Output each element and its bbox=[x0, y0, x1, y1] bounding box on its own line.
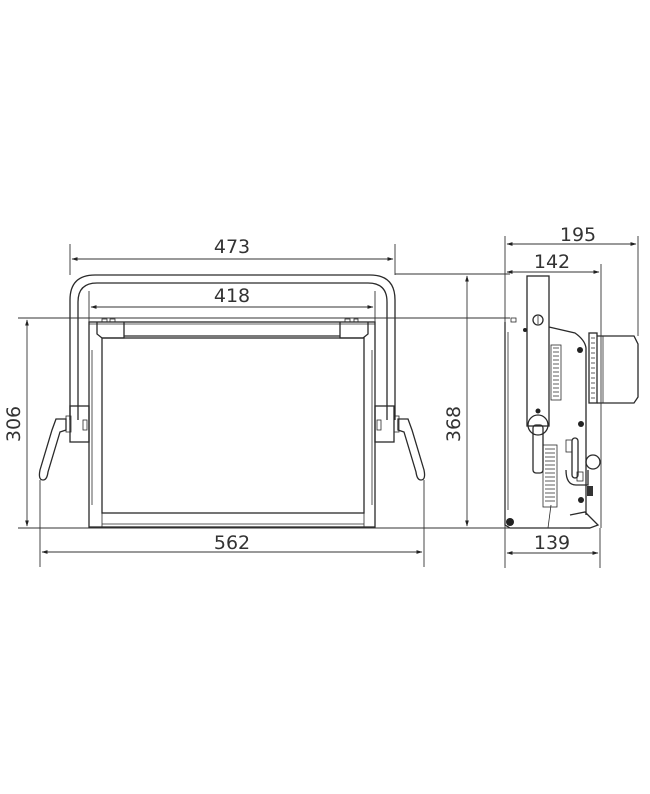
front-view-dimensions: 473 418 306 562 bbox=[3, 236, 510, 567]
dim-label-418: 418 bbox=[214, 285, 250, 307]
dim-label-306: 306 bbox=[3, 406, 25, 442]
dim-label-368: 368 bbox=[443, 406, 465, 442]
dim-label-139: 139 bbox=[534, 532, 570, 554]
dim-label-473: 473 bbox=[214, 236, 250, 258]
dim-label-195: 195 bbox=[560, 224, 596, 246]
side-view bbox=[504, 275, 639, 529]
side-view-dimensions: 195 142 368 139 bbox=[443, 224, 639, 568]
front-view bbox=[38, 274, 426, 528]
dim-label-142: 142 bbox=[534, 251, 570, 273]
dim-label-562: 562 bbox=[214, 532, 250, 554]
